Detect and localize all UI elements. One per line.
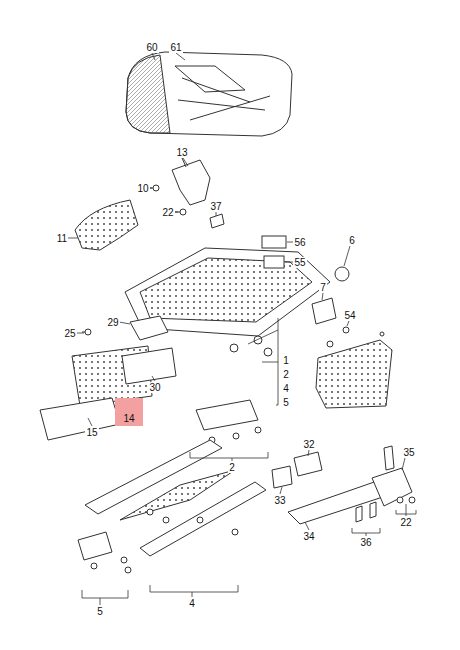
callout-number: 25 bbox=[63, 328, 76, 339]
callout-number: 56 bbox=[293, 237, 306, 248]
callout-number: 5 bbox=[96, 606, 104, 617]
callout-number: 37 bbox=[209, 201, 222, 212]
callout-number: 22 bbox=[161, 207, 174, 218]
callout-number: 11 bbox=[56, 233, 68, 244]
callout-number: 4 bbox=[282, 383, 290, 394]
callout-number: 33 bbox=[273, 495, 286, 506]
callout-number: 10 bbox=[136, 183, 149, 194]
callout-number: 29 bbox=[106, 317, 119, 328]
callout-number: 4 bbox=[188, 598, 196, 609]
callout-number: 61 bbox=[169, 42, 182, 53]
callout-number: 36 bbox=[359, 537, 372, 548]
callout-number: 7 bbox=[319, 282, 327, 293]
callout-number: 2 bbox=[228, 462, 236, 473]
callout-number: 6 bbox=[348, 235, 356, 246]
callout-number: 15 bbox=[85, 427, 98, 438]
callout-number: 54 bbox=[343, 310, 356, 321]
callout-number: 30 bbox=[148, 382, 161, 393]
callout-number: 32 bbox=[302, 439, 315, 450]
callout-number: 55 bbox=[293, 257, 306, 268]
callout-number: 34 bbox=[302, 531, 315, 542]
callout-number: 5 bbox=[282, 397, 290, 408]
callout-number: 22 bbox=[399, 517, 412, 528]
callout-number: 35 bbox=[402, 447, 415, 458]
callout-number: 60 bbox=[145, 42, 158, 53]
highlight-box: 14 bbox=[115, 398, 143, 426]
callout-number: 14 bbox=[115, 413, 143, 424]
callout-number: 1 bbox=[282, 355, 290, 366]
callout-number: 2 bbox=[282, 369, 290, 380]
callout-number: 13 bbox=[175, 147, 188, 158]
